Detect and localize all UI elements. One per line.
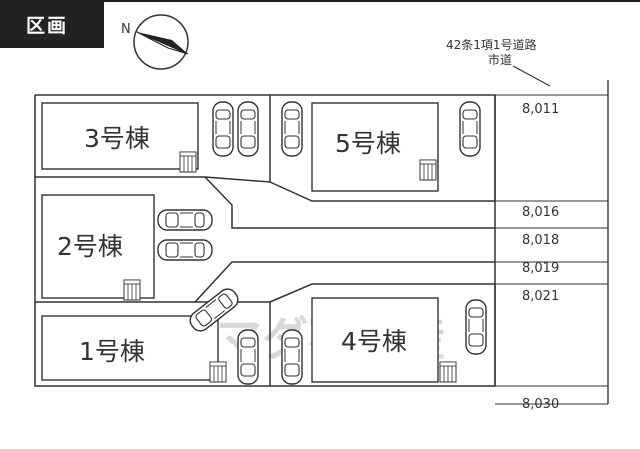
building-4 xyxy=(311,297,439,383)
building-3-label: 3号棟 xyxy=(84,124,150,153)
dimension-label: 8,019 xyxy=(522,261,559,276)
parking-car-icon xyxy=(237,101,259,157)
building-1 xyxy=(41,315,219,381)
compass: N xyxy=(121,14,189,70)
building-5-label: 5号棟 xyxy=(335,129,401,158)
parking-car-icon xyxy=(281,101,303,157)
parking-car-icon xyxy=(157,239,213,261)
entrance-icon xyxy=(123,279,141,301)
building-3 xyxy=(41,102,199,170)
building-4-label: 4号棟 xyxy=(341,327,407,356)
building-2-label: 2号棟 xyxy=(57,232,123,261)
dimension-label: 8,021 xyxy=(522,289,559,304)
building-5 xyxy=(311,102,439,192)
road-name-label: 市道 xyxy=(488,52,512,67)
entrance-icon xyxy=(209,361,227,383)
parking-car-icon xyxy=(465,299,487,355)
dimension-label: 8,030 xyxy=(522,397,559,412)
dimension-label: 8,011 xyxy=(522,102,559,117)
north-label: N xyxy=(121,22,131,37)
header-rule xyxy=(104,0,640,2)
dimension-lines xyxy=(495,94,608,405)
parking-car-icon xyxy=(212,101,234,157)
parking-car-icon xyxy=(281,329,303,385)
parking-car-icon xyxy=(459,101,481,157)
section-title: 区画 xyxy=(0,0,104,48)
parking-car-icon xyxy=(157,209,213,231)
dimension-label: 8,018 xyxy=(522,233,559,248)
parking-car-icon xyxy=(237,329,259,385)
entrance-icon xyxy=(439,361,457,383)
dimension-label: 8,016 xyxy=(522,205,559,220)
entrance-icon xyxy=(179,151,197,173)
road-leader-line xyxy=(512,65,551,87)
road-type-label: 42条1項1号道路 xyxy=(446,37,537,52)
entrance-icon xyxy=(419,159,437,181)
building-1-label: 1号棟 xyxy=(79,337,145,366)
